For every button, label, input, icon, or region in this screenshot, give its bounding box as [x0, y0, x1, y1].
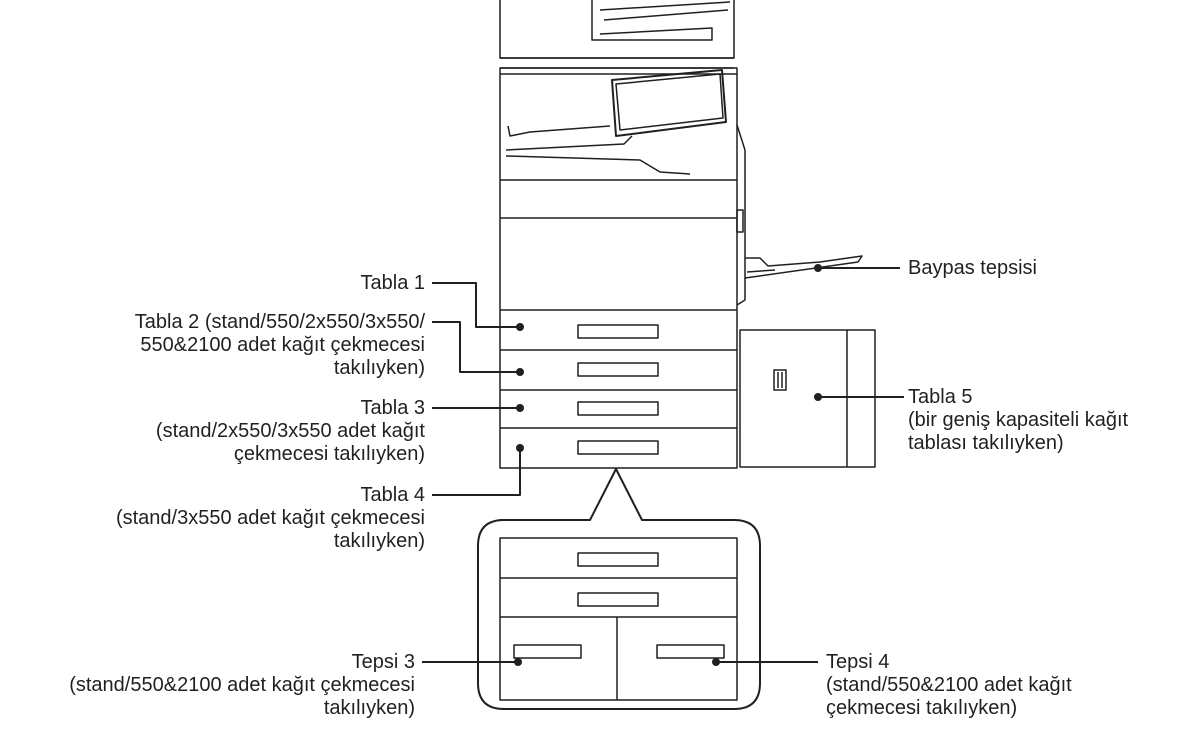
output-tray: [500, 125, 737, 219]
label-tray-4-line-1: Tabla 4: [360, 484, 426, 506]
document-feeder: [499, 0, 735, 69]
label-tray-2-line-3: takılıyken): [333, 357, 425, 379]
control-panel: [611, 69, 727, 137]
label-tray-5-line-2: (bir geniş kapasiteli kağıt: [908, 409, 1129, 431]
label-tepsi-3: Tepsi 3 (stand/550&2100 adet kağıt çekme…: [69, 651, 415, 720]
label-tray-4: Tabla 4 (stand/3x550 adet kağıt çekmeces…: [116, 484, 425, 553]
label-tepsi-4: Tepsi 4 (stand/550&2100 adet kağıt çekme…: [826, 651, 1072, 720]
label-tray-2: Tabla 2 (stand/550/2x550/3x550/ 550&2100…: [135, 311, 425, 380]
leader-lines: [422, 267, 904, 663]
label-bypass-tray: Baypas tepsisi: [908, 257, 1037, 280]
label-tray-1: Tabla 1: [361, 272, 426, 295]
label-tray-5-line-1: Tabla 5: [908, 386, 973, 408]
label-tepsi-4-line-3: çekmecesi takılıyken): [826, 697, 1018, 719]
label-tray-2-line-2: 550&2100 adet kağıt çekmecesi: [140, 334, 425, 356]
label-tepsi-3-line-2: (stand/550&2100 adet kağıt çekmecesi: [69, 674, 415, 696]
label-tray-3-line-3: çekmecesi takılıyken): [233, 443, 425, 465]
bypass-tray-shape: [744, 255, 863, 279]
label-tray-3-line-2: (stand/2x550/3x550 adet kağıt: [155, 420, 425, 442]
label-tray-3-line-1: Tabla 3: [360, 397, 426, 419]
label-tray-4-line-2: (stand/3x550 adet kağıt çekmecesi: [115, 507, 425, 529]
label-tray-4-line-3: takılıyken): [333, 530, 425, 552]
label-tray-5: Tabla 5 (bir geniş kapasiteli kağıt tabl…: [908, 386, 1128, 455]
label-tepsi-4-line-1: Tepsi 4: [826, 651, 890, 673]
label-tray-1-line: Tabla 1: [360, 272, 426, 294]
label-tepsi-3-line-1: Tepsi 3: [351, 651, 415, 673]
label-tray-3: Tabla 3 (stand/2x550/3x550 adet kağıt çe…: [156, 397, 425, 466]
label-tray-2-line-1: Tabla 2 (stand/550/2x550/3x550/: [134, 311, 425, 333]
large-capacity-tray: [739, 329, 876, 468]
leader-dots: [514, 264, 822, 666]
label-tepsi-3-line-3: takılıyken): [323, 697, 415, 719]
zoomed-stand: [499, 537, 738, 701]
label-bypass-tray-line: Baypas tepsisi: [908, 257, 1037, 279]
tray-drawers: [500, 309, 737, 455]
printer-body: [499, 67, 738, 469]
side-panel: [736, 124, 746, 306]
label-tray-5-line-3: tablası takılıyken): [908, 432, 1064, 454]
label-tepsi-4-line-2: (stand/550&2100 adet kağıt: [826, 674, 1072, 696]
zoom-callout: [477, 468, 761, 710]
